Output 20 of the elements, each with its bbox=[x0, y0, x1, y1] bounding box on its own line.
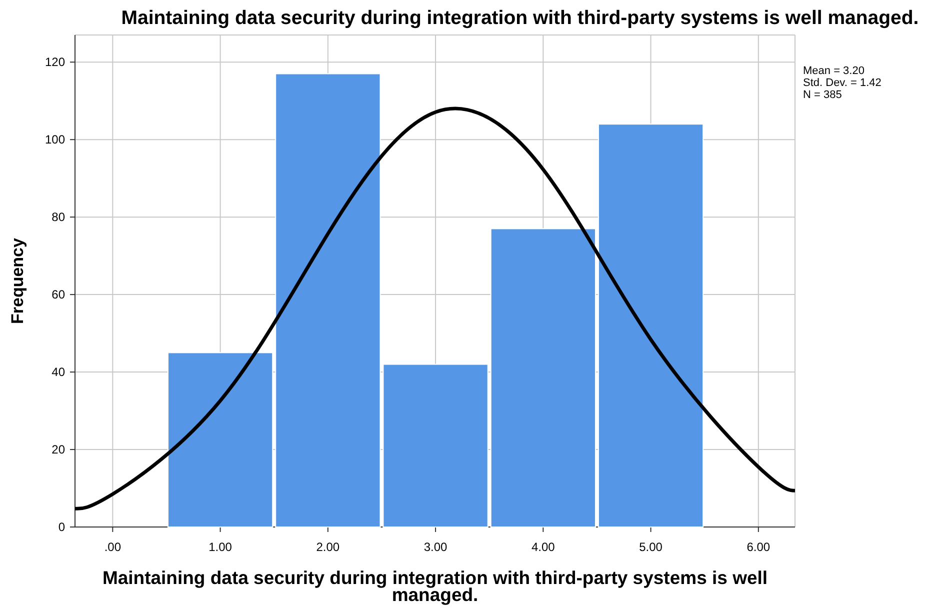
tick-label: 0 bbox=[58, 520, 65, 534]
y-axis-title: Frequency bbox=[8, 237, 28, 326]
chart-title: Maintaining data security during integration with third-party systems is well managed. bbox=[120, 7, 920, 30]
x-axis-title: Maintaining data security during integration with third-party systems is well managed. bbox=[101, 569, 769, 603]
tick-label: 60 bbox=[52, 288, 65, 302]
statistics-text: Mean = 3.20 bbox=[803, 65, 866, 77]
tick-label: 4.00 bbox=[531, 540, 555, 554]
tick-label: 2.00 bbox=[316, 540, 340, 554]
tick-label: 1.00 bbox=[208, 540, 232, 554]
tick-label: 40 bbox=[52, 365, 65, 380]
tick-label: 100 bbox=[44, 132, 65, 147]
tick-label: 3.00 bbox=[424, 540, 448, 554]
tick-label: 6.00 bbox=[746, 540, 770, 554]
tick-label: 120 bbox=[44, 55, 65, 70]
tick-label: 80 bbox=[52, 210, 65, 224]
tick-label: 5.00 bbox=[639, 540, 662, 554]
statistics-text: Std. Dev. = 1.42 bbox=[803, 77, 882, 89]
tick-label: 20 bbox=[52, 442, 65, 457]
tick-label: .00 bbox=[104, 540, 121, 554]
statistics-text: N = 385 bbox=[803, 89, 843, 101]
